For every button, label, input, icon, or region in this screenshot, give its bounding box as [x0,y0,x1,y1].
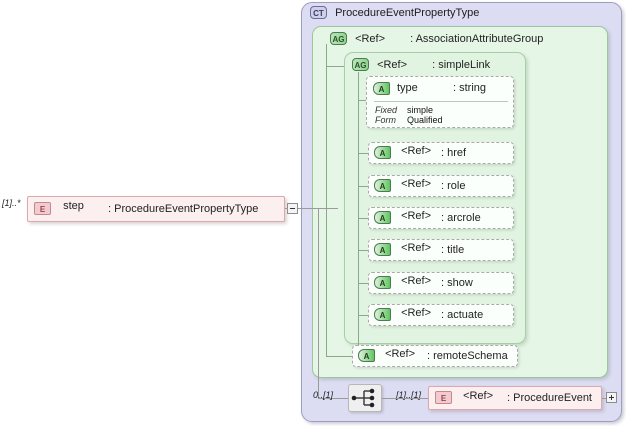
tree-spine-inner [358,72,359,348]
attribute-type: : title [441,244,465,256]
ag-icon: AG [352,58,369,71]
attribute-type: : href [441,147,467,159]
attribute-row-href[interactable]: A <Ref> : href [368,142,514,164]
sequence-compositor[interactable] [348,384,382,412]
attribute-type-datatype: : string [453,82,487,94]
a-icon: A [374,211,391,224]
element-step[interactable]: E step : ProcedureEventPropertyType [27,196,285,222]
facet-divider [374,101,508,102]
connector-sequence-to-procedureevent [382,398,428,399]
attributegroup-association-header[interactable]: AG <Ref> : AssociationAttributeGroup [330,32,543,45]
attributegroup-simplelink-ref: <Ref> [377,58,408,71]
e-icon: E [34,202,51,215]
connector-vertical-to-sequence [318,208,319,398]
connector-procedureevent-toggle [602,398,606,399]
facet-fixed-label: Fixed [375,105,398,115]
attribute-type-name: type [397,82,418,94]
a-icon: A [374,308,391,321]
attribute-type-card[interactable]: A type : string Fixed simple Form Qualif… [366,76,514,128]
tree-branch-remoteschema [326,356,352,357]
tree-branch-show [358,283,368,284]
tree-branch-role [358,186,368,187]
sequence-right-cardinality: [1]..[1] [396,390,422,400]
tree-branch-href [358,153,368,154]
attributegroup-association-ref: <Ref> [355,32,386,45]
attribute-type: : actuate [441,309,484,321]
e-icon: E [435,391,452,404]
collapse-toggle-step[interactable] [287,203,298,214]
ag-icon: AG [330,32,347,45]
attribute-type: : show [441,277,473,289]
complextype-name: ProcedureEventPropertyType [335,6,480,19]
a-icon: A [373,82,390,95]
a-icon: A [374,276,391,289]
attribute-ref: <Ref> [401,307,432,319]
connector-to-sequence [318,398,348,399]
attribute-ref: <Ref> [401,178,432,190]
a-icon: A [374,146,391,159]
a-icon: A [374,243,391,256]
tree-branch-type [358,100,366,101]
facet-form-label: Form [375,115,396,125]
a-icon: A [374,179,391,192]
element-procedureevent-ref: <Ref> [463,389,494,402]
attribute-ref: <Ref> [401,242,432,254]
attribute-ref: <Ref> [385,348,416,360]
attribute-ref: <Ref> [401,210,432,222]
element-step-type: : ProcedureEventPropertyType [108,203,259,215]
facet-form-value: Qualified [407,115,443,125]
attribute-row-show[interactable]: A <Ref> : show [368,272,514,294]
attribute-ref: <Ref> [401,145,432,157]
element-step-name: step [63,200,84,212]
ct-icon: CT [310,6,327,19]
attribute-row-arcrole[interactable]: A <Ref> : arcrole [368,207,514,229]
expand-toggle-procedureevent[interactable] [606,392,617,403]
connector-step-toggle [285,208,288,209]
attribute-ref: <Ref> [401,275,432,287]
facet-fixed-value: simple [407,105,434,115]
attribute-row-remoteschema[interactable]: A <Ref> : remoteSchema [352,345,518,367]
a-icon: A [358,349,375,362]
element-procedureevent-type: : ProcedureEvent [507,392,592,404]
attribute-type: : remoteSchema [427,350,508,362]
attributegroup-association-type: : AssociationAttributeGroup [410,32,544,45]
tree-branch-actuate [358,315,368,316]
sequence-left-cardinality: 0..[1] [313,390,334,400]
attribute-type: : arcrole [441,212,481,224]
tree-branch-arcrole [358,218,368,219]
attributegroup-simplelink-header[interactable]: AG <Ref> : simpleLink [352,58,490,71]
attribute-type: : role [441,180,466,192]
attribute-row-role[interactable]: A <Ref> : role [368,175,514,197]
sequence-icon [351,388,375,408]
attribute-row-title[interactable]: A <Ref> : title [368,239,514,261]
step-cardinality: [1]..* [2,198,21,208]
element-procedureevent[interactable]: E <Ref> : ProcedureEvent [428,386,602,410]
complextype-header: CT ProcedureEventPropertyType [310,6,610,22]
tree-branch-title [358,250,368,251]
tree-branch-simplelink [326,66,344,67]
tree-spine-outer [326,44,327,356]
attribute-row-actuate[interactable]: A <Ref> : actuate [368,304,514,326]
attributegroup-simplelink-type: : simpleLink [432,58,491,71]
